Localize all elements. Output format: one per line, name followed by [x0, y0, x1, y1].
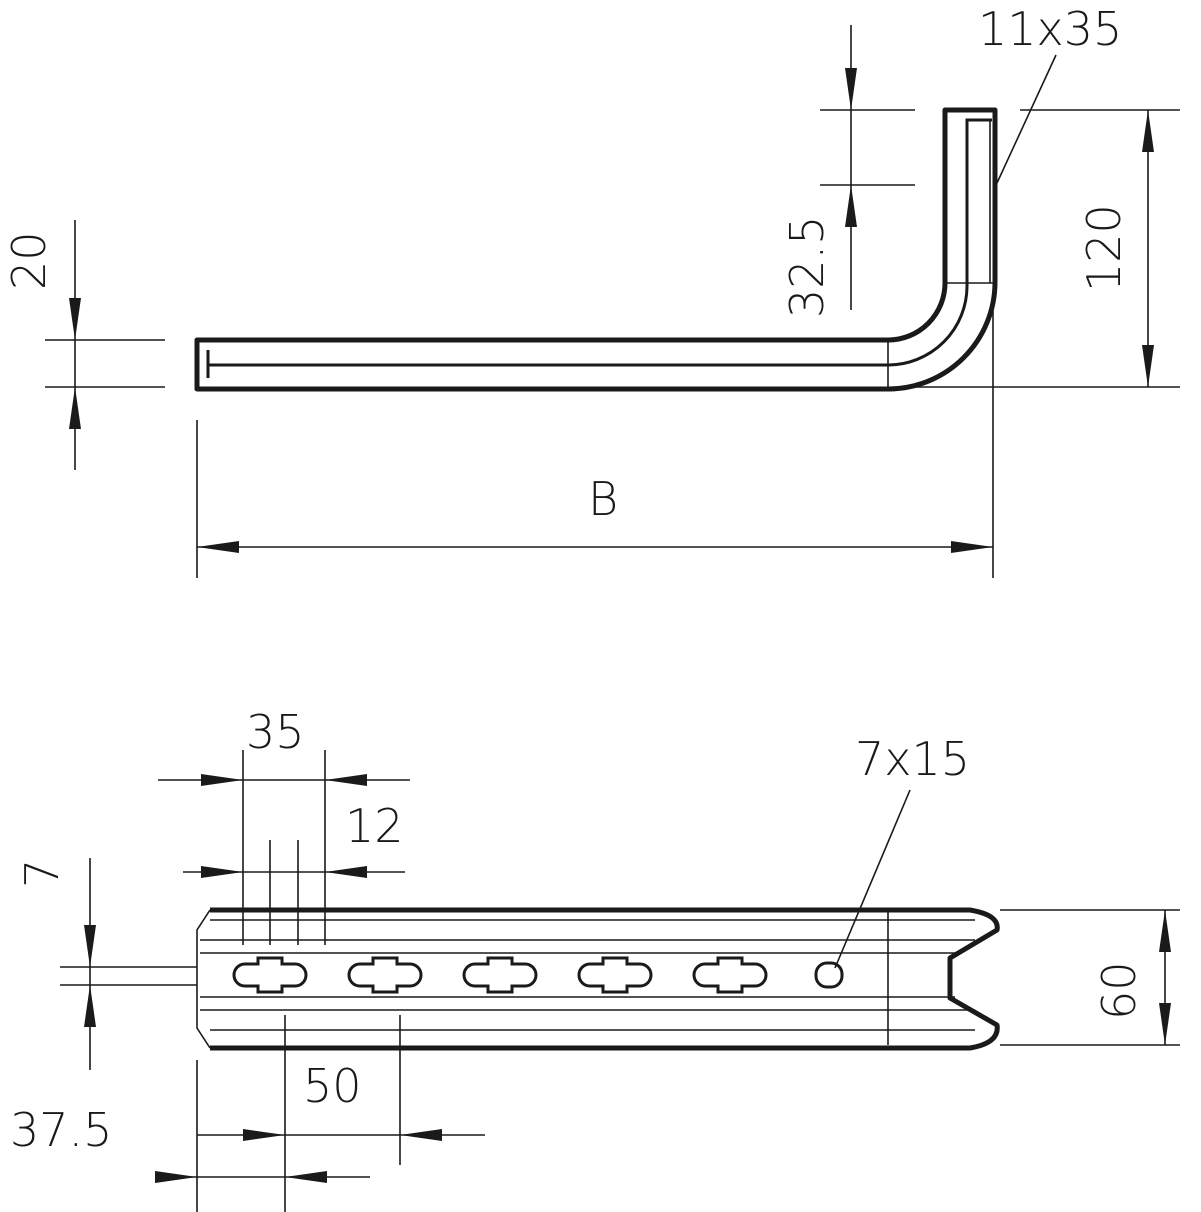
dim-32-5-label: 32.5 [780, 216, 834, 318]
dimension-arrowhead [243, 1129, 285, 1141]
dimension-arrowhead [84, 925, 96, 967]
dimension-12: 12 [183, 799, 405, 945]
cross-slot [347, 956, 423, 994]
dimension-7: 7 [15, 858, 197, 1070]
dimension-arrowhead [1142, 110, 1154, 152]
slot-callout-7x15: 7x15 [834, 732, 970, 969]
dimension-arrowhead [69, 298, 81, 340]
cross-slot [692, 956, 768, 994]
dimension-arrowhead [1159, 910, 1171, 952]
dimension-20: 20 [2, 220, 165, 470]
dim-7-label: 7 [15, 859, 69, 888]
cross-slot [232, 956, 308, 994]
dimension-arrowhead [845, 185, 857, 227]
dim-B-label: B [588, 472, 618, 526]
dimension-B: B [196, 310, 994, 578]
slot-11x35-label: 11x35 [978, 2, 1122, 56]
dimension-arrowhead [1142, 345, 1154, 387]
slot-row [232, 956, 844, 994]
dimension-arrowhead [197, 541, 239, 553]
dimension-arrowhead [84, 985, 96, 1027]
cross-slot [462, 956, 538, 994]
dimension-arrows [69, 68, 1171, 1183]
dim-37-5-label: 37.5 [10, 1103, 112, 1157]
slot-7x15-label: 7x15 [855, 732, 970, 786]
cross-slot [577, 956, 653, 994]
dimension-arrowhead [325, 774, 367, 786]
rail-top-view [196, 907, 1000, 1051]
dim-120-label: 120 [1077, 204, 1131, 292]
dimension-arrowhead [69, 387, 81, 429]
dimension-arrowhead [400, 1129, 442, 1141]
end-slot [814, 961, 844, 989]
dim-60-label: 60 [1092, 961, 1146, 1020]
dim-12-label: 12 [345, 799, 404, 853]
dim-20-label: 20 [2, 231, 56, 290]
dimension-120: 120 [915, 109, 1180, 388]
dimension-arrowhead [285, 1171, 327, 1183]
bracket-side-view [194, 107, 998, 392]
dim-50-label: 50 [303, 1059, 362, 1113]
dimension-arrowhead [951, 541, 993, 553]
slot-callout-11x35: 11x35 [978, 2, 1122, 184]
dim-35-label: 35 [246, 705, 305, 759]
dimension-arrowhead [845, 68, 857, 110]
dimension-32-5: 32.5 [780, 25, 915, 318]
dimension-arrowhead [155, 1171, 197, 1183]
dimension-35: 35 [158, 705, 410, 945]
dimension-60: 60 [1000, 909, 1180, 1046]
dimension-arrowhead [201, 774, 243, 786]
dimension-arrowhead [1159, 1003, 1171, 1045]
dimension-arrowhead [325, 866, 367, 878]
dimension-arrowhead [201, 866, 243, 878]
dimension-50: 50 [197, 1015, 485, 1212]
